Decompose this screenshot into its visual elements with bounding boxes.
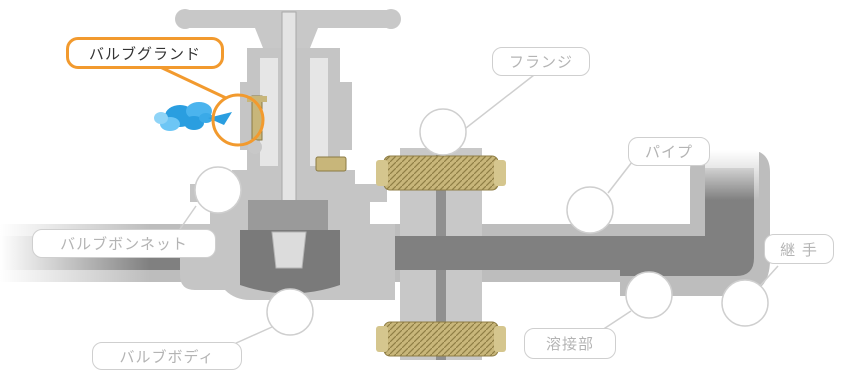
valve-stem xyxy=(281,11,297,213)
valve-body-shape xyxy=(180,200,395,300)
label-pipe[interactable]: パイプ xyxy=(628,137,710,166)
label-flange[interactable]: フランジ xyxy=(492,47,590,76)
label-valve-gland[interactable]: バルブグランド xyxy=(66,37,224,69)
flange-shape xyxy=(376,148,506,360)
bonnet-plug xyxy=(315,156,347,172)
steam-leak xyxy=(154,102,232,131)
gland-callout xyxy=(157,64,265,147)
label-valve-bonnet[interactable]: バルブボンネット xyxy=(32,229,216,258)
label-valve-body[interactable]: バルブボディ xyxy=(92,342,242,370)
label-welded-part[interactable]: 溶接部 xyxy=(524,328,616,359)
callout-markers xyxy=(177,74,779,345)
label-joint[interactable]: 継 手 xyxy=(764,234,834,264)
